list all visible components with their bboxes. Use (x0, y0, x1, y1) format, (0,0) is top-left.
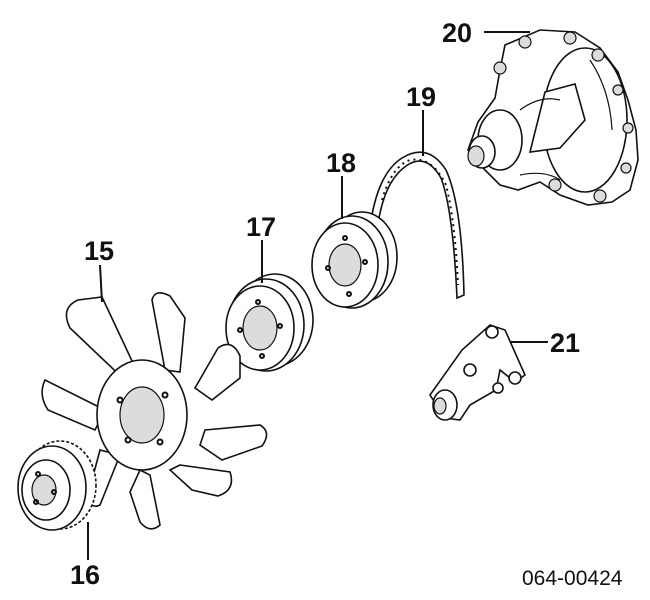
pulley-18-part (311, 211, 398, 309)
callout-15: 15 (84, 236, 114, 266)
callout-20: 20 (442, 18, 472, 48)
callout-18: 18 (326, 148, 356, 178)
timing-belt-part (371, 151, 465, 300)
callout-17: 17 (246, 212, 276, 242)
reference-code: 064-00424 (522, 567, 623, 590)
water-pump-part (467, 29, 639, 206)
leader-lines (87, 31, 548, 560)
callout-21: 21 (550, 328, 580, 358)
bracket-21-part (429, 324, 526, 421)
callout-19: 19 (406, 82, 436, 112)
callout-16: 16 (70, 560, 100, 590)
fan-clutch-16-part (17, 440, 97, 531)
leader-15 (99, 264, 103, 303)
pulley-17-part (225, 273, 314, 372)
